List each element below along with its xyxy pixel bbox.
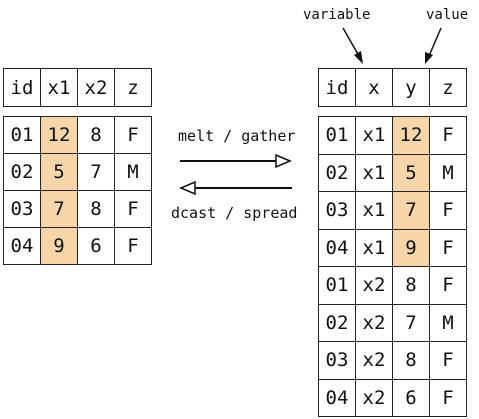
long-cell: F	[429, 191, 467, 230]
wide-row: 01 12 8 F	[3, 116, 152, 154]
wide-cell: 01	[3, 116, 41, 154]
wide-cell: F	[114, 227, 152, 265]
wide-cell: 6	[77, 227, 115, 265]
long-row: 04 x2 6 F	[318, 378, 467, 417]
dcast-spread-label: dcast / spread	[171, 204, 298, 222]
long-cell: 01	[318, 266, 356, 305]
wide-cell-highlighted: 12	[40, 116, 78, 154]
long-table-body: 01 x1 12 F 02 x1 5 M 03 x1 7 F 04 x1 9 F…	[318, 116, 467, 417]
long-row: 04 x1 9 F	[318, 228, 467, 267]
long-cell-highlighted: 7	[392, 191, 430, 230]
variable-annotation-label: variable	[303, 7, 371, 23]
long-header-z: z	[429, 68, 467, 107]
long-cell: x2	[355, 303, 393, 342]
wide-cell: F	[114, 190, 152, 228]
right-arrow-icon	[180, 153, 292, 169]
long-cell: F	[429, 228, 467, 267]
long-cell: x2	[355, 266, 393, 305]
wide-cell-highlighted: 5	[40, 153, 78, 191]
long-cell: 03	[318, 341, 356, 380]
long-cell: F	[429, 116, 467, 155]
wide-cell: F	[114, 116, 152, 154]
wide-header-z: z	[114, 68, 152, 107]
long-cell: 04	[318, 378, 356, 417]
melt-gather-label: melt / gather	[178, 127, 296, 145]
long-table-header-row: id x y z	[318, 68, 467, 107]
wide-cell-highlighted: 7	[40, 190, 78, 228]
wide-cell: 8	[77, 116, 115, 154]
value-pointer-arrow-icon	[425, 27, 442, 64]
wide-header-id: id	[3, 68, 41, 107]
long-row: 03 x1 7 F	[318, 191, 467, 230]
long-cell: 02	[318, 153, 356, 192]
long-cell-highlighted: 12	[392, 116, 430, 155]
value-annotation-label: value	[426, 7, 469, 23]
wide-table-header-row: id x1 x2 z	[3, 68, 152, 107]
wide-header-x1: x1	[40, 68, 78, 107]
long-header-id: id	[318, 68, 356, 107]
long-row: 02 x2 7 M	[318, 303, 467, 342]
long-cell: 8	[392, 266, 430, 305]
long-cell: 6	[392, 378, 430, 417]
long-cell: 01	[318, 116, 356, 155]
wide-row: 04 9 6 F	[3, 227, 152, 265]
wide-table: id x1 x2 z	[3, 68, 152, 107]
long-header-y: y	[392, 68, 430, 107]
long-cell: 02	[318, 303, 356, 342]
wide-cell: M	[114, 153, 152, 191]
long-cell: 04	[318, 228, 356, 267]
wide-row: 02 5 7 M	[3, 153, 152, 191]
long-cell: F	[429, 378, 467, 417]
long-cell: x1	[355, 191, 393, 230]
long-table: id x y z	[318, 68, 467, 107]
wide-table-body: 01 12 8 F 02 5 7 M 03 7 8 F 04 9 6 F	[3, 116, 152, 265]
left-arrow-icon	[179, 180, 292, 196]
wide-row: 03 7 8 F	[3, 190, 152, 228]
long-cell: x2	[355, 341, 393, 380]
wide-cell-highlighted: 9	[40, 227, 78, 265]
long-cell: F	[429, 341, 467, 380]
long-row: 03 x2 8 F	[318, 341, 467, 380]
long-row: 01 x1 12 F	[318, 116, 467, 155]
wide-cell: 03	[3, 190, 41, 228]
long-row: 01 x2 8 F	[318, 266, 467, 305]
long-cell: x2	[355, 378, 393, 417]
variable-pointer-arrow-icon	[342, 27, 363, 64]
